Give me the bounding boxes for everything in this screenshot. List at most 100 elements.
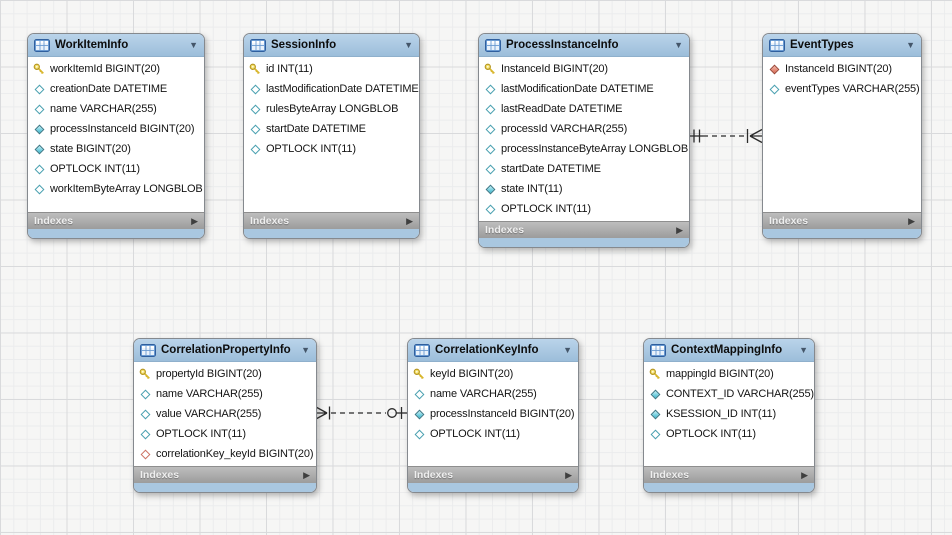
column-row: processInstanceId BIGINT(20): [408, 404, 578, 424]
column-row: processInstanceByteArray LONGBLOB: [479, 139, 689, 159]
table-header[interactable]: WorkItemInfo ▼: [28, 34, 204, 57]
primary-key-icon: [139, 368, 151, 380]
attribute-diamond-icon: [33, 163, 45, 175]
table-icon: [140, 343, 156, 357]
table-header[interactable]: SessionInfo ▼: [244, 34, 419, 57]
collapse-arrow-icon[interactable]: ▼: [906, 39, 915, 50]
expand-arrow-icon[interactable]: ▶: [908, 215, 915, 226]
column-text: lastModificationDate DATETIME: [266, 83, 419, 95]
columns-list: id INT(11) lastModificationDate DATETIME…: [244, 57, 419, 212]
indexes-footer[interactable]: Indexes ▶: [408, 466, 578, 483]
table-header[interactable]: ContextMappingInfo ▼: [644, 339, 814, 362]
columns-list: workItemId BIGINT(20) creationDate DATET…: [28, 57, 204, 212]
attribute-diamond-icon: [139, 408, 151, 420]
attribute-diamond-icon: [484, 203, 496, 215]
table-bottom-strip: [408, 483, 578, 492]
table-header[interactable]: ProcessInstanceInfo ▼: [479, 34, 689, 57]
indexes-label: Indexes: [34, 215, 74, 227]
attribute-diamond-icon: [139, 428, 151, 440]
table-title: ContextMappingInfo: [671, 344, 783, 356]
column-text: CONTEXT_ID VARCHAR(255): [666, 388, 814, 400]
column-row: InstanceId BIGINT(20): [479, 59, 689, 79]
table-icon: [769, 38, 785, 52]
column-text: creationDate DATETIME: [50, 83, 168, 95]
indexes-footer[interactable]: Indexes ▶: [244, 212, 419, 229]
column-text: eventTypes VARCHAR(255): [785, 83, 920, 95]
column-text: OPTLOCK INT(11): [501, 203, 591, 215]
column-text: propertyId BIGINT(20): [156, 368, 262, 380]
attribute-diamond-icon: [249, 123, 261, 135]
collapse-arrow-icon[interactable]: ▼: [189, 39, 198, 50]
table-contextmappinginfo[interactable]: ContextMappingInfo ▼ mappingId BIGINT(20…: [643, 338, 815, 493]
column-text: processInstanceId BIGINT(20): [430, 408, 575, 420]
relationship-processinstanceinfo-eventtypes[interactable]: [690, 128, 763, 144]
foreign-key-diamond-filled-icon: [768, 63, 780, 75]
table-bottom-strip: [134, 483, 316, 492]
table-workiteminfo[interactable]: WorkItemInfo ▼ workItemId BIGINT(20) cre…: [27, 33, 205, 239]
column-row: processInstanceId BIGINT(20): [28, 119, 204, 139]
table-processinstanceinfo[interactable]: ProcessInstanceInfo ▼ InstanceId BIGINT(…: [478, 33, 690, 248]
column-text: startDate DATETIME: [501, 163, 601, 175]
table-icon: [34, 38, 50, 52]
column-text: keyId BIGINT(20): [430, 368, 514, 380]
attribute-diamond-icon: [413, 388, 425, 400]
collapse-arrow-icon[interactable]: ▼: [563, 344, 572, 355]
indexes-label: Indexes: [769, 215, 809, 227]
attribute-diamond-icon: [249, 103, 261, 115]
collapse-arrow-icon[interactable]: ▼: [301, 344, 310, 355]
table-header[interactable]: EventTypes ▼: [763, 34, 921, 57]
column-row: correlationKey_keyId BIGINT(20): [134, 444, 316, 464]
column-text: InstanceId BIGINT(20): [501, 63, 608, 75]
attribute-diamond-filled-icon: [484, 183, 496, 195]
table-correlationkeyinfo[interactable]: CorrelationKeyInfo ▼ keyId BIGINT(20) na…: [407, 338, 579, 493]
column-row: KSESSION_ID INT(11): [644, 404, 814, 424]
attribute-diamond-icon: [33, 103, 45, 115]
attribute-diamond-icon: [484, 123, 496, 135]
table-correlationpropertyinfo[interactable]: CorrelationPropertyInfo ▼ propertyId BIG…: [133, 338, 317, 493]
column-text: id INT(11): [266, 63, 313, 75]
expand-arrow-icon[interactable]: ▶: [801, 469, 808, 480]
collapse-arrow-icon[interactable]: ▼: [674, 39, 683, 50]
table-title: WorkItemInfo: [55, 39, 129, 51]
table-bottom-strip: [644, 483, 814, 492]
table-header[interactable]: CorrelationPropertyInfo ▼: [134, 339, 316, 362]
indexes-footer[interactable]: Indexes ▶: [763, 212, 921, 229]
column-text: rulesByteArray LONGBLOB: [266, 103, 399, 115]
column-text: processInstanceId BIGINT(20): [50, 123, 195, 135]
expand-arrow-icon[interactable]: ▶: [191, 215, 198, 226]
table-header[interactable]: CorrelationKeyInfo ▼: [408, 339, 578, 362]
primary-key-icon: [413, 368, 425, 380]
table-icon: [485, 38, 501, 52]
column-text: state BIGINT(20): [50, 143, 131, 155]
primary-key-icon: [33, 63, 45, 75]
table-eventtypes[interactable]: EventTypes ▼ InstanceId BIGINT(20) event…: [762, 33, 922, 239]
attribute-diamond-icon: [768, 83, 780, 95]
column-text: state INT(11): [501, 183, 563, 195]
table-sessioninfo[interactable]: SessionInfo ▼ id INT(11) lastModificatio…: [243, 33, 420, 239]
column-row: lastReadDate DATETIME: [479, 99, 689, 119]
expand-arrow-icon[interactable]: ▶: [406, 215, 413, 226]
relationship-correlationkeyinfo-correlationpropertyinfo[interactable]: [314, 405, 407, 421]
indexes-label: Indexes: [650, 469, 690, 481]
column-row: propertyId BIGINT(20): [134, 364, 316, 384]
indexes-footer[interactable]: Indexes ▶: [644, 466, 814, 483]
attribute-diamond-icon: [484, 103, 496, 115]
table-bottom-strip: [479, 238, 689, 247]
collapse-arrow-icon[interactable]: ▼: [404, 39, 413, 50]
column-row: OPTLOCK INT(11): [134, 424, 316, 444]
indexes-footer[interactable]: Indexes ▶: [479, 221, 689, 238]
indexes-footer[interactable]: Indexes ▶: [28, 212, 204, 229]
table-bottom-strip: [28, 229, 204, 238]
expand-arrow-icon[interactable]: ▶: [303, 469, 310, 480]
column-row: InstanceId BIGINT(20): [763, 59, 921, 79]
column-text: workItemId BIGINT(20): [50, 63, 160, 75]
column-row: processId VARCHAR(255): [479, 119, 689, 139]
column-text: value VARCHAR(255): [156, 408, 262, 420]
expand-arrow-icon[interactable]: ▶: [676, 224, 683, 235]
expand-arrow-icon[interactable]: ▶: [565, 469, 572, 480]
attribute-diamond-filled-icon: [33, 123, 45, 135]
collapse-arrow-icon[interactable]: ▼: [799, 344, 808, 355]
indexes-footer[interactable]: Indexes ▶: [134, 466, 316, 483]
column-row: state BIGINT(20): [28, 139, 204, 159]
